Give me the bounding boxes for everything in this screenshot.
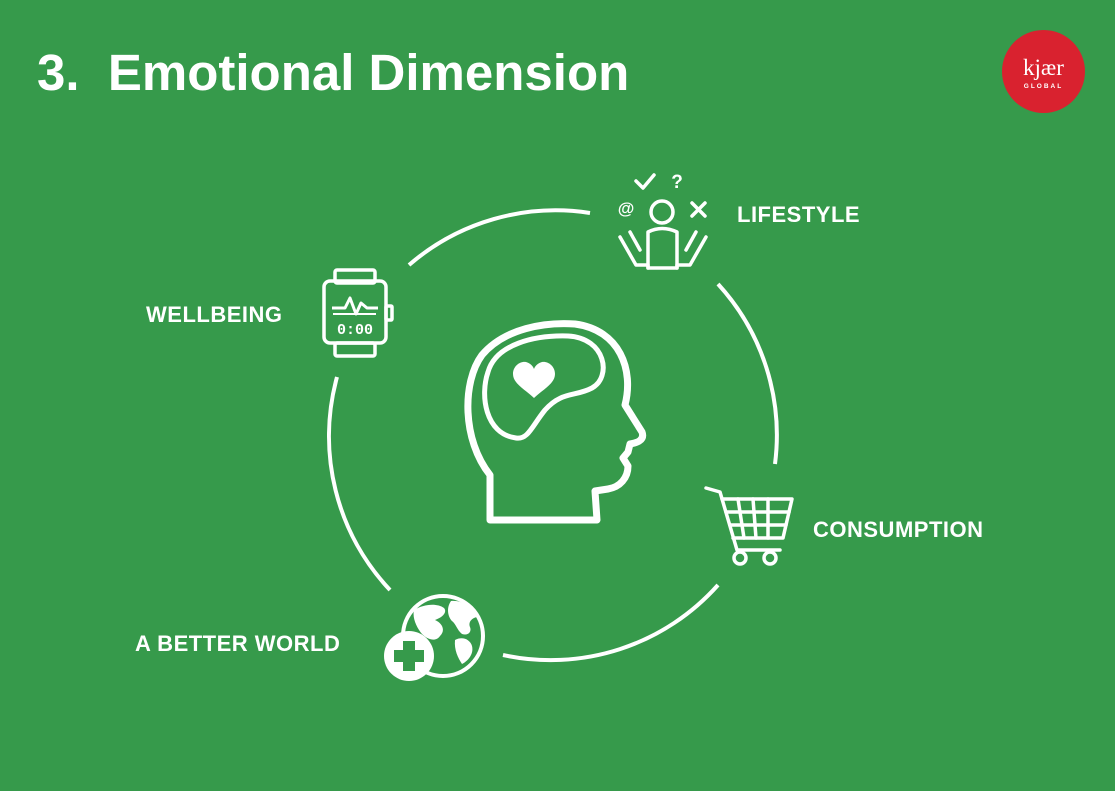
globe-with-plus-icon: [384, 594, 485, 681]
cycle-arc-bottom: [502, 583, 720, 663]
label-a-better-world: A BETTER WORLD: [135, 631, 341, 656]
cycle-arc-right: [716, 282, 779, 465]
cycle-arc-top: [407, 208, 591, 267]
cycle-arc-left: [326, 376, 392, 592]
label-wellbeing: WELLBEING: [146, 302, 283, 327]
head-with-heart-icon: [464, 320, 647, 524]
watch-display: 0:00: [337, 322, 373, 339]
label-lifestyle: LIFESTYLE: [737, 202, 861, 227]
logo-name: kjær: [1023, 55, 1064, 80]
svg-text:?: ?: [671, 172, 683, 193]
svg-text:@: @: [618, 199, 635, 218]
shopping-cart-icon: [704, 486, 794, 566]
label-consumption: CONSUMPTION: [813, 517, 984, 542]
slide-title: 3. Emotional Dimension: [37, 44, 630, 101]
logo-subtitle: GLOBAL: [1024, 83, 1063, 90]
kjaer-global-logo: kjær GLOBAL: [1002, 30, 1085, 113]
smartwatch-icon: 0:00: [322, 268, 394, 358]
person-with-choices-icon: @ ?: [618, 172, 708, 270]
